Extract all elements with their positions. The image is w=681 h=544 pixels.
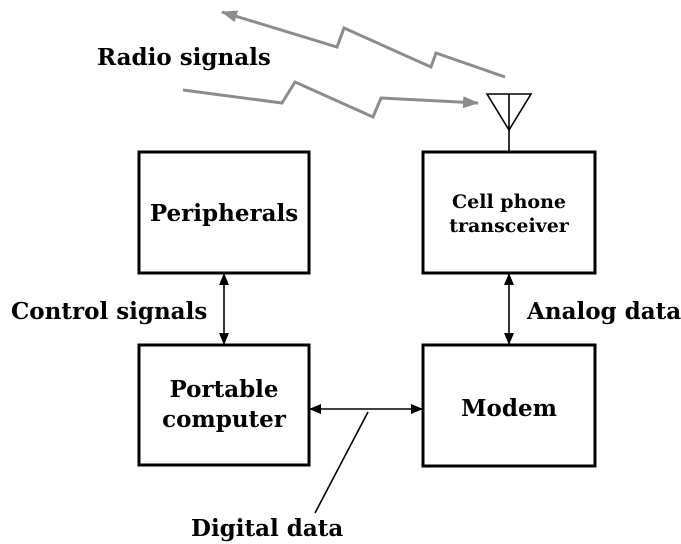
computer-block: [137, 343, 311, 467]
computer-label-line1: Portable: [169, 376, 278, 403]
transceiver-block: [421, 150, 597, 275]
antenna-icon: [485, 93, 533, 152]
transceiver-label-line1: Cell phone: [452, 191, 566, 213]
radio-signal-outgoing: [221, 10, 506, 79]
peripherals-label: Peripherals: [150, 200, 298, 227]
peripherals-block: [137, 150, 311, 275]
computer-label-line2: computer: [162, 406, 287, 433]
modem-label: Modem: [461, 395, 557, 422]
control-signals-label: Control signals: [11, 298, 207, 325]
digital-data-label: Digital data: [191, 515, 343, 542]
digital-data-leader: [314, 411, 369, 514]
radio-signals-label: Radio signals: [97, 44, 271, 71]
modem-block: [421, 343, 597, 468]
analog-data-label: Analog data: [526, 298, 681, 325]
transceiver-label-line2: transceiver: [449, 215, 570, 237]
radio-signal-incoming: [182, 80, 479, 119]
